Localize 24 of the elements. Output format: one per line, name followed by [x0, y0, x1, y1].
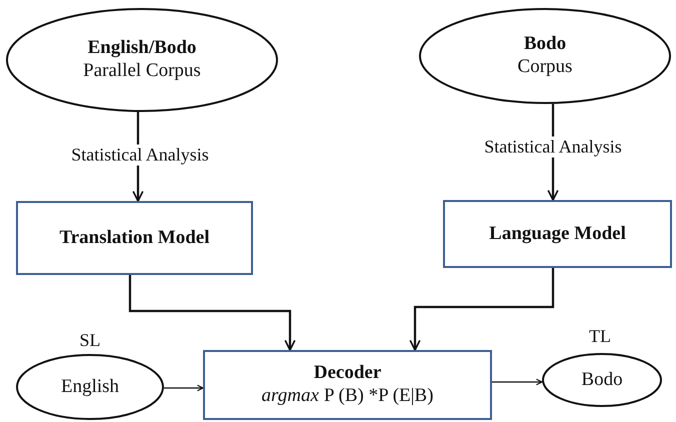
node-caption: SL [80, 330, 100, 351]
node-title: Bodo [524, 33, 566, 56]
node-title: English [60, 376, 120, 398]
formula-text: P (B) *P (E|B) [324, 385, 434, 408]
arrow [164, 384, 204, 392]
data-ellipse [16, 354, 164, 420]
data-ellipse [419, 8, 671, 104]
node-text: Corpus [518, 56, 572, 79]
node-title: Translation Model [59, 226, 210, 250]
data-ellipse [6, 8, 278, 112]
arrow [128, 275, 296, 351]
function-name: argmax [262, 385, 319, 408]
data-ellipse [542, 353, 662, 407]
process-box [443, 200, 672, 268]
arrow [492, 378, 543, 386]
node-title: English/Bodo [88, 37, 196, 60]
node-caption: TL [589, 326, 611, 347]
node-text: Parallel Corpus [83, 60, 201, 83]
node-title: Bodo [581, 368, 623, 392]
process-box [203, 350, 492, 420]
process-box [16, 201, 253, 275]
arrow [409, 268, 554, 351]
node-title: Language Model [489, 222, 626, 246]
node-title: Decoder [314, 362, 382, 385]
